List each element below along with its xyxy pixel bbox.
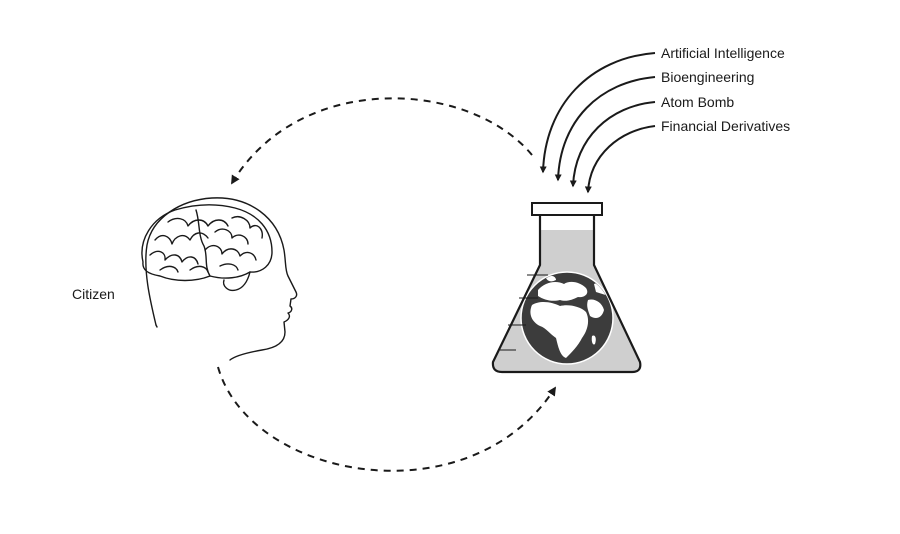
tech-label-atom-bomb: Atom Bomb <box>661 94 735 110</box>
technology-arrows <box>539 52 656 194</box>
cycle-arrow-bottom <box>217 366 556 472</box>
tech-label-financial-derivatives: Financial Derivatives <box>661 118 791 134</box>
earth-globe-icon <box>520 271 614 365</box>
arrow-financial-derivatives <box>584 125 656 194</box>
citizen-label: Citizen <box>72 286 115 302</box>
arrow-artificial-intelligence <box>539 52 656 174</box>
cycle-arrow-top <box>231 97 533 185</box>
tech-label-artificial-intelligence: Artificial Intelligence <box>661 45 785 61</box>
arrow-atom-bomb <box>569 101 656 188</box>
erlenmeyer-flask-icon <box>491 202 642 374</box>
human-head-brain-icon <box>141 197 298 361</box>
arrow-bioengineering <box>554 76 656 182</box>
tech-label-bioengineering: Bioengineering <box>661 69 755 85</box>
